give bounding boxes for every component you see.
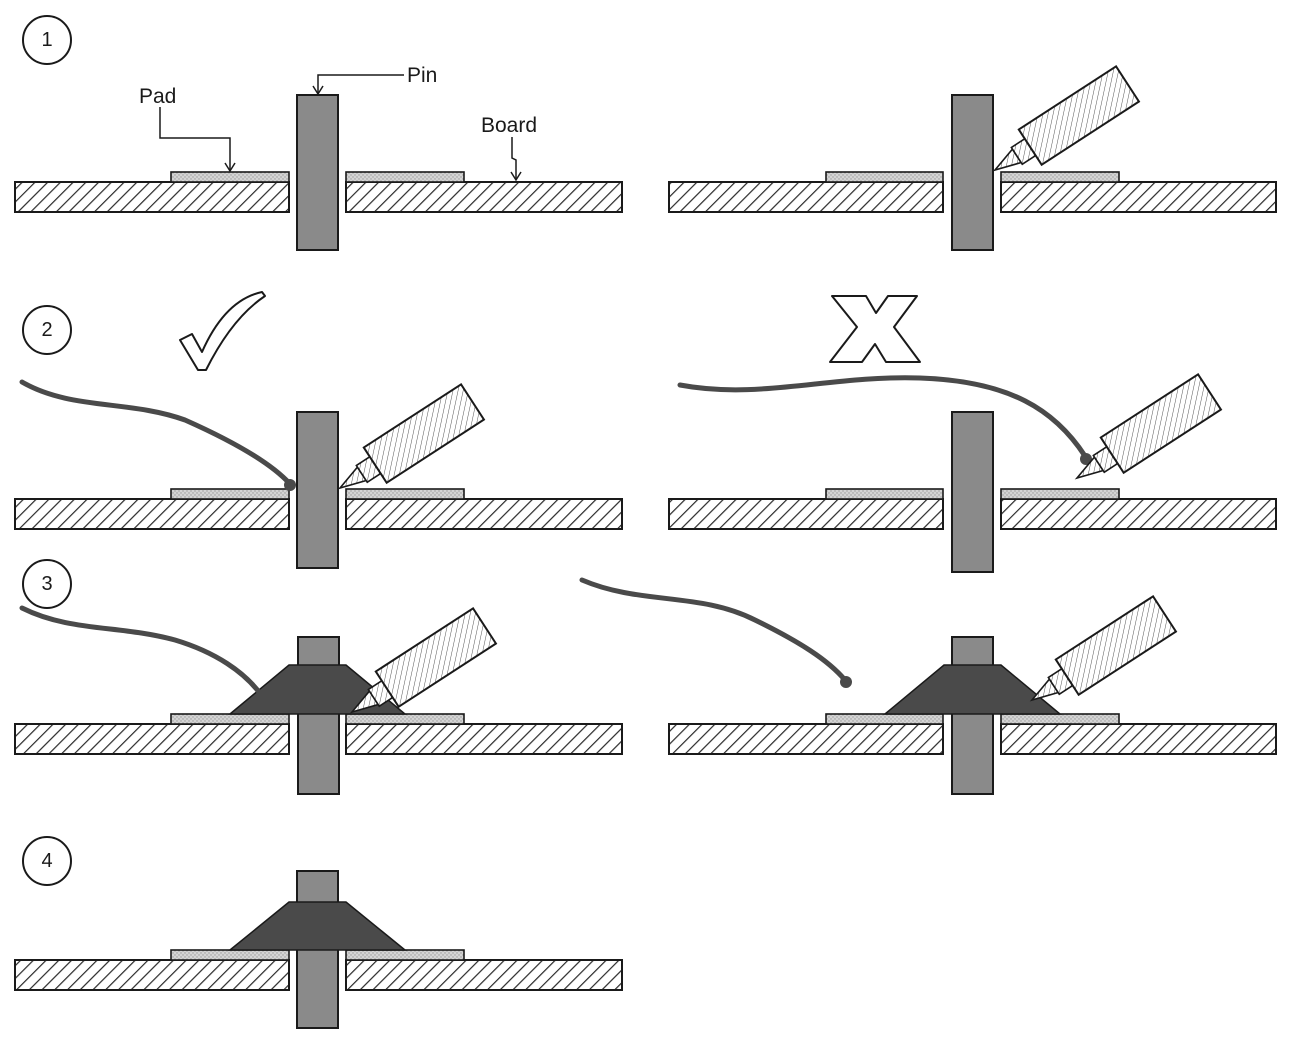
board [14, 723, 290, 755]
solder-joint [227, 901, 408, 951]
pin [951, 411, 994, 573]
pad-label: Pad [139, 85, 176, 108]
step-badge-3: 3 [22, 559, 72, 609]
solder-wire-tip [840, 676, 852, 688]
board [668, 181, 944, 213]
step-number: 3 [41, 573, 52, 595]
pin-callout-arrow [317, 74, 404, 94]
board [14, 498, 290, 530]
pad-callout-arrow [159, 107, 231, 170]
step-number: 4 [41, 850, 52, 872]
solder-joint [882, 664, 1063, 715]
pad [825, 713, 944, 725]
pin [951, 94, 994, 251]
board-callout-arrow [511, 137, 517, 180]
board [668, 723, 944, 755]
step-number: 2 [41, 319, 52, 341]
pin-label: Pin [407, 64, 437, 87]
pad [345, 171, 465, 183]
pad [1000, 171, 1120, 183]
pin [297, 636, 340, 795]
board [345, 181, 623, 213]
step-2-left-panel [14, 291, 623, 569]
soldering-iron-icon [1064, 373, 1222, 497]
board [14, 181, 290, 213]
pad [170, 171, 290, 183]
step-badge-2: 2 [22, 305, 72, 355]
step-3-right-panel [579, 577, 1277, 795]
pad [345, 949, 465, 961]
board [345, 959, 623, 991]
solder-wire [579, 577, 848, 683]
step-4-panel [14, 870, 623, 1029]
pin [296, 411, 339, 569]
pad [1000, 713, 1120, 725]
step-1-right-panel [668, 65, 1277, 251]
solder-wire [677, 375, 1088, 459]
soldering-iron-icon [982, 65, 1140, 189]
soldering-iron-icon [327, 383, 485, 507]
board [14, 959, 290, 991]
board [345, 723, 623, 755]
pad [1000, 488, 1120, 500]
pad [170, 949, 290, 961]
step-badge-4: 4 [22, 836, 72, 886]
pad [345, 488, 465, 500]
board [1000, 498, 1277, 530]
step-badge-1: 1 [22, 15, 72, 65]
cross-mark-icon [829, 295, 921, 363]
step-2-right-panel [668, 295, 1277, 573]
board [668, 498, 944, 530]
board [345, 498, 623, 530]
soldering-iron-icon [1019, 595, 1177, 719]
pad [825, 488, 944, 500]
step-number: 1 [41, 29, 52, 51]
solder-wire-tip [284, 479, 296, 491]
pad [345, 713, 465, 725]
board [1000, 181, 1277, 213]
pad [170, 488, 290, 500]
solder-wire [19, 379, 293, 487]
board-label: Board [481, 114, 537, 137]
pad [825, 171, 944, 183]
solder-wire [19, 605, 265, 699]
check-mark-icon [179, 291, 266, 371]
pin [951, 636, 994, 795]
pin [296, 94, 339, 251]
solder-wire-tip [1080, 453, 1092, 465]
step-3-left-panel [14, 605, 623, 795]
step-1-left-panel: Pad Pin Board [14, 64, 623, 251]
pad [170, 713, 290, 725]
board [1000, 723, 1277, 755]
